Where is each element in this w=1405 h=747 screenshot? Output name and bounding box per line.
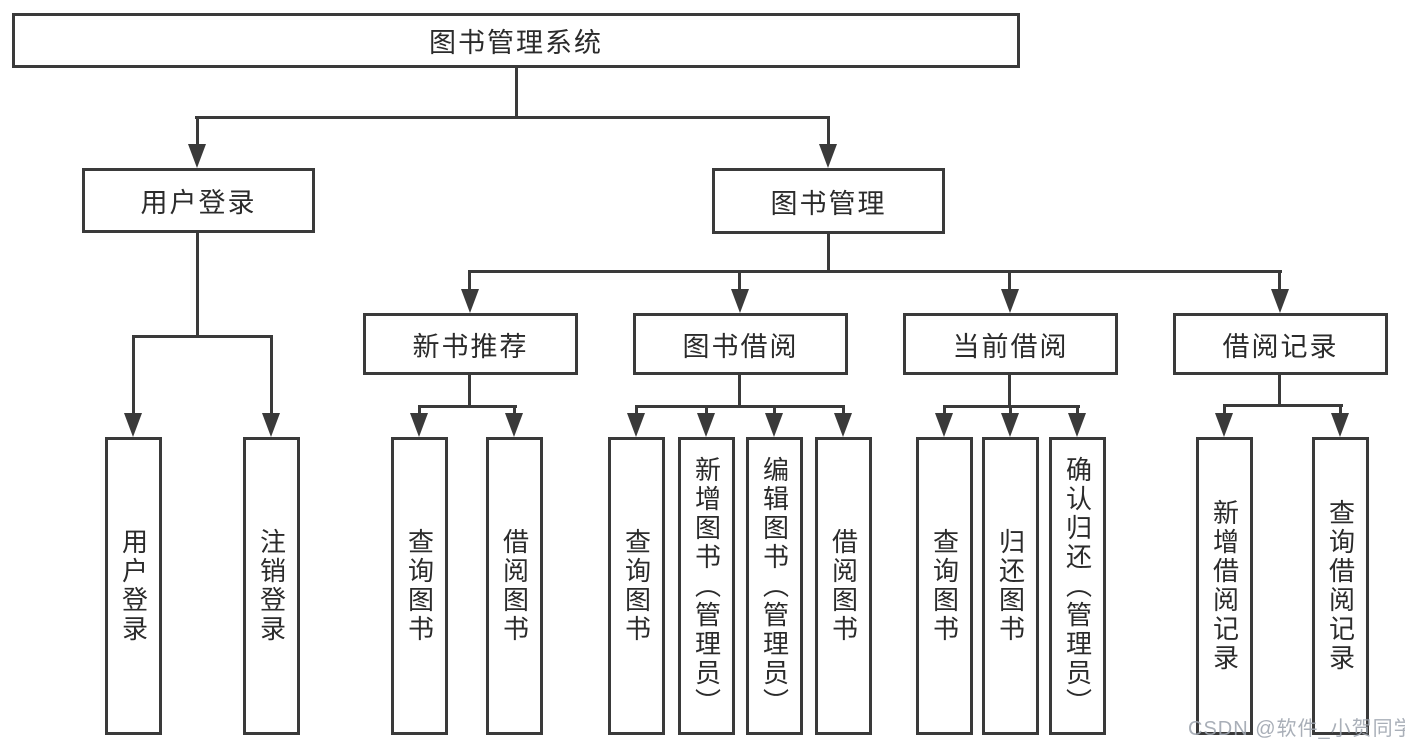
connector-line	[773, 405, 776, 417]
connector-line	[195, 116, 830, 119]
connector-line	[196, 233, 199, 337]
arrow-down-icon	[627, 413, 645, 437]
arrow-down-icon	[819, 144, 837, 168]
csdn-watermark: CSDN @软件_小贺同学	[1188, 718, 1405, 740]
arrow-down-icon	[262, 413, 280, 437]
node-borrow-records: 借阅记录	[1173, 313, 1388, 375]
node-root: 图书管理系统	[12, 13, 1020, 68]
node-book-borrow: 图书借阅	[633, 313, 848, 375]
arrow-down-icon	[124, 413, 142, 437]
leaf-logout: 注销登录	[243, 437, 300, 735]
node-new-book-rec: 新书推荐	[363, 313, 578, 375]
connector-line	[1008, 270, 1011, 291]
arrow-down-icon	[461, 289, 479, 313]
arrow-down-icon	[188, 144, 206, 168]
arrow-down-icon	[1001, 413, 1019, 437]
connector-line	[1008, 375, 1011, 407]
connector-line	[132, 335, 273, 338]
arrow-down-icon	[834, 413, 852, 437]
connector-line	[635, 405, 638, 417]
leaf-rec-borrow-books: 借阅图书	[486, 437, 543, 735]
leaf-rec-search-books: 查询图书	[391, 437, 448, 735]
connector-line	[196, 116, 199, 148]
arrow-down-icon	[935, 413, 953, 437]
leaf-br-search-record: 查询借阅记录	[1312, 437, 1369, 735]
leaf-user-login: 用户登录	[105, 437, 162, 735]
arrow-down-icon	[765, 413, 783, 437]
connector-line	[132, 335, 135, 417]
leaf-br-add-record: 新增借阅记录	[1196, 437, 1253, 735]
connector-line	[705, 405, 708, 417]
arrow-down-icon	[1331, 413, 1349, 437]
connector-line	[1278, 375, 1281, 406]
arrow-down-icon	[505, 413, 523, 437]
leaf-cb-return-books: 归还图书	[982, 437, 1039, 735]
arrow-down-icon	[1271, 289, 1289, 313]
connector-line	[943, 405, 946, 417]
connector-line	[1223, 404, 1343, 407]
connector-line	[468, 270, 471, 291]
connector-line	[1009, 405, 1012, 417]
connector-line	[1278, 270, 1281, 291]
connector-line	[1339, 404, 1342, 417]
connector-line	[515, 68, 518, 118]
arrow-down-icon	[697, 413, 715, 437]
arrow-down-icon	[1068, 413, 1086, 437]
leaf-bb-add-books: 新增图书（管理员）	[678, 437, 735, 735]
connector-line	[635, 405, 845, 408]
connector-line	[418, 405, 421, 417]
connector-line	[827, 116, 830, 148]
leaf-bb-edit-books: 编辑图书（管理员）	[746, 437, 803, 735]
connector-line	[738, 375, 741, 407]
connector-line	[468, 375, 471, 407]
leaf-cb-search-books: 查询图书	[916, 437, 973, 735]
connector-line	[270, 335, 273, 417]
leaf-bb-search-books: 查询图书	[608, 437, 665, 735]
node-current-borrow: 当前借阅	[903, 313, 1118, 375]
node-book-mgmt: 图书管理	[712, 168, 945, 234]
arrow-down-icon	[410, 413, 428, 437]
connector-line	[1076, 405, 1079, 417]
leaf-cb-confirm-return: 确认归还（管理员）	[1049, 437, 1106, 735]
leaf-bb-borrow-books: 借阅图书	[815, 437, 872, 735]
node-user-login: 用户登录	[82, 168, 315, 233]
connector-line	[738, 270, 741, 291]
connector-line	[418, 405, 517, 408]
connector-line	[468, 270, 1282, 273]
arrow-down-icon	[1215, 413, 1233, 437]
connector-line	[842, 405, 845, 417]
arrow-down-icon	[731, 289, 749, 313]
connector-line	[827, 234, 830, 272]
connector-line	[513, 405, 516, 417]
arrow-down-icon	[1001, 289, 1019, 313]
connector-line	[1223, 404, 1226, 417]
